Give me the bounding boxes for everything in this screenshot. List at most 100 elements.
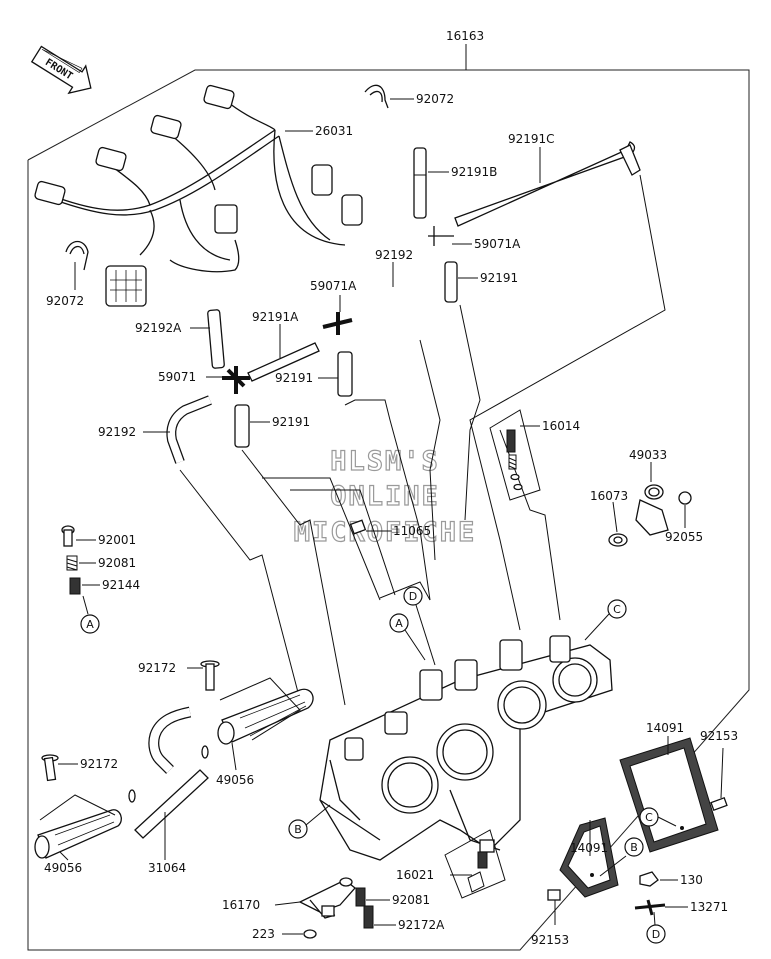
screw-92001: 92001 xyxy=(61,525,136,547)
label-14091-low: 14091 xyxy=(570,841,608,855)
throttle-body xyxy=(319,635,613,861)
sensor-49033: 49033 xyxy=(629,448,669,536)
screw-92153-right: 92153 xyxy=(700,729,738,811)
label-92191B: 92191B xyxy=(451,165,497,179)
callout-A-mid: A xyxy=(389,613,426,661)
front-arrow-icon: FRONT xyxy=(30,45,92,95)
callout-B-left: B xyxy=(288,804,331,839)
watermark-line3: MICROFICHE xyxy=(294,517,477,548)
label-13271: 13271 xyxy=(690,900,728,914)
washer-92081-left: 92081 xyxy=(66,555,136,571)
seal-16073: 16073 xyxy=(590,489,628,547)
label-92153-low: 92153 xyxy=(531,933,569,947)
hose-92192-top: 92192 xyxy=(343,248,422,330)
label-26031: 26031 xyxy=(315,124,353,138)
callout-C-right: C xyxy=(639,807,659,827)
label-92153-right: 92153 xyxy=(700,729,738,743)
fuel-rail-49056-low: 49056 xyxy=(34,794,122,875)
label-92192-top: 92192 xyxy=(375,248,413,262)
label-31064: 31064 xyxy=(148,861,186,875)
screw-92172-top: 92172 xyxy=(138,660,220,691)
callout-C-top: C xyxy=(584,599,627,641)
callout-B-right-label: B xyxy=(630,841,638,854)
screw-92172-left: 92172 xyxy=(41,754,118,782)
label-92144: 92144 xyxy=(102,578,140,592)
callout-C-right-label: C xyxy=(645,811,653,824)
hose-92191A: 92191A xyxy=(247,310,320,382)
screw-92153-low: 92153 xyxy=(531,889,569,947)
label-59071: 59071 xyxy=(158,370,196,384)
label-14091-right: 14091 xyxy=(646,721,684,735)
sensor-16170: 16170 xyxy=(222,877,356,919)
watermark: HLSM'S ONLINE MICROFICHE xyxy=(293,445,477,548)
clamp-92072-top: 92072 xyxy=(364,84,454,109)
watermark-line1: HLSM'S xyxy=(330,446,440,477)
callout-D-bottom-label: D xyxy=(652,928,660,941)
label-92191-right: 92191 xyxy=(480,271,518,285)
callout-A-left-label: A xyxy=(86,618,94,631)
fitting-59071: 59071 xyxy=(158,366,250,394)
label-92072-left: 92072 xyxy=(46,294,84,308)
clamp-92072-left: 92072 xyxy=(46,240,89,308)
hose-92191-mid: 92191 xyxy=(275,351,353,397)
label-92192A: 92192A xyxy=(135,321,182,335)
callout-D-top-label: D xyxy=(409,590,417,603)
screw-223: 223 xyxy=(252,927,317,941)
callout-A-left: A xyxy=(80,614,100,634)
hose-92192A: 92192A xyxy=(135,309,225,369)
screw-16021: 16021 xyxy=(396,829,506,899)
label-92191-low: 92191 xyxy=(272,415,310,429)
fitting-59071A-mid: 59071A xyxy=(310,279,357,335)
wire-harness: 26031 xyxy=(34,84,363,307)
label-92172-left: 92172 xyxy=(80,757,118,771)
cap-11065: 11065 xyxy=(349,519,431,538)
label-92072-top: 92072 xyxy=(416,92,454,106)
callout-D-top: D xyxy=(403,586,436,666)
screw-spring-16014: 16014 xyxy=(489,409,580,501)
label-223: 223 xyxy=(252,927,275,941)
fitting-59071A-right: 59071A xyxy=(428,226,521,251)
label-92081-left: 92081 xyxy=(98,556,136,570)
label-92081-low: 92081 xyxy=(392,893,430,907)
label-92172A: 92172A xyxy=(398,918,445,932)
label-92192-left: 92192 xyxy=(98,425,136,439)
hose-92191-right: 92191 xyxy=(444,261,518,303)
label-16170: 16170 xyxy=(222,898,260,912)
hose-92192-left: 92192 xyxy=(98,395,212,464)
callout-C-top-label: C xyxy=(613,603,621,616)
label-92191A: 92191A xyxy=(252,310,299,324)
fuel-rail-49056-mid: 49056 xyxy=(216,677,314,787)
callout-B-left-label: B xyxy=(294,823,302,836)
screw-92172A: 92172A xyxy=(363,905,445,932)
o-ring-92055: 92055 xyxy=(665,491,703,544)
washer-92081-low: 92081 xyxy=(355,887,430,907)
label-59071A-right: 59071A xyxy=(474,237,521,251)
label-92191-mid: 92191 xyxy=(275,371,313,385)
pipe-31064: 31064 xyxy=(128,706,209,875)
label-59071A-mid: 59071A xyxy=(310,279,357,293)
callout-D-bottom: D xyxy=(646,911,666,944)
label-92055: 92055 xyxy=(665,530,703,544)
label-49033: 49033 xyxy=(629,448,667,462)
label-49056-low: 49056 xyxy=(44,861,82,875)
label-92191C: 92191C xyxy=(508,132,555,146)
watermark-line2: ONLINE xyxy=(330,481,440,512)
label-16021: 16021 xyxy=(396,868,434,882)
label-16163: 16163 xyxy=(446,29,484,43)
label-49056-mid: 49056 xyxy=(216,773,254,787)
hose-92191-low: 92191 xyxy=(234,404,310,448)
label-92172-top: 92172 xyxy=(138,661,176,675)
cover-14091-low: 14091 xyxy=(559,817,627,898)
callout-B-right: B xyxy=(624,837,644,857)
callout-A-mid-label: A xyxy=(395,617,403,630)
nut-130: 130 xyxy=(639,871,703,887)
hose-92191B: 92191B xyxy=(413,147,497,219)
hose-92191C: 92191C xyxy=(454,132,641,227)
label-130: 130 xyxy=(680,873,703,887)
assembly-outline xyxy=(27,69,750,951)
spring-92144: 92144 xyxy=(69,577,140,615)
label-11065: 11065 xyxy=(393,524,431,538)
label-16014: 16014 xyxy=(542,419,580,433)
routing-lines xyxy=(179,174,666,706)
